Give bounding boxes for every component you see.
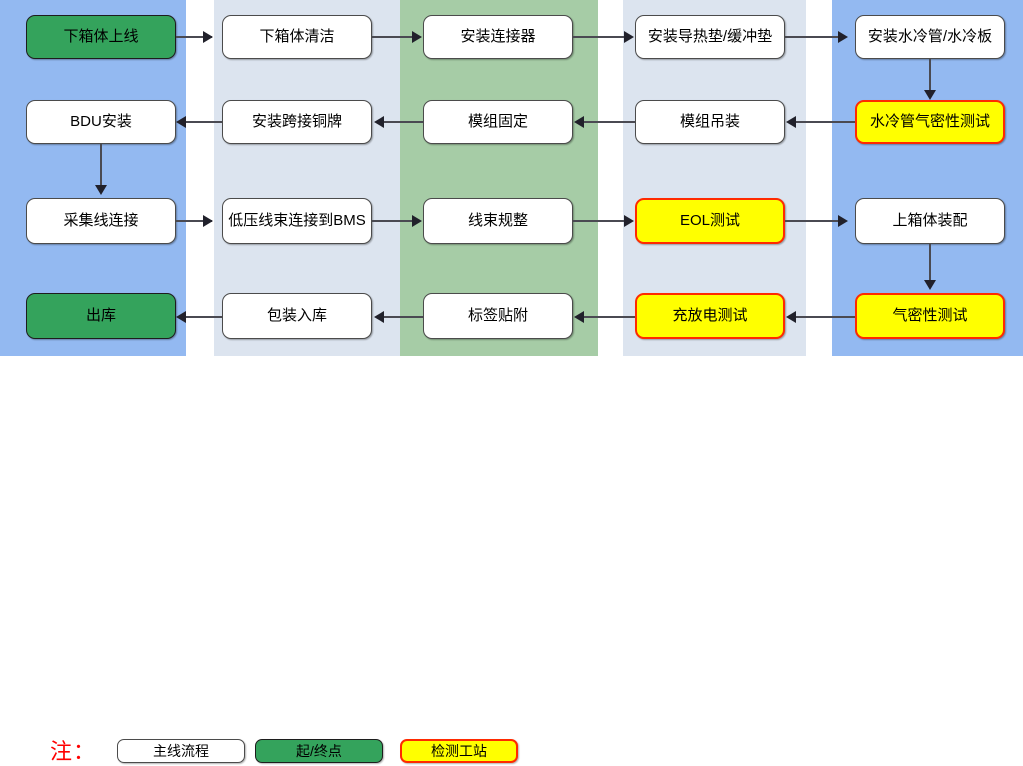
connector-n11-n12: [176, 220, 212, 222]
node-bdu-anzhuang[interactable]: BDU安装: [26, 100, 176, 144]
node-chongfangdian-ceshi[interactable]: 充放电测试: [635, 293, 785, 339]
arrow-n17-n18-icon: [574, 311, 584, 323]
connector-n14-n15: [785, 220, 845, 222]
arrow-n1-n2-icon: [203, 31, 213, 43]
connector-n15-n16: [929, 244, 931, 282]
legend-note-label: 注：: [50, 739, 97, 764]
node-caijixian-lianjie[interactable]: 采集线连接: [26, 198, 176, 244]
connector-n7-n8: [578, 121, 635, 123]
arrow-n11-n12-icon: [203, 215, 213, 227]
node-anzhuang-shuilengguan[interactable]: 安装水冷管/水冷板: [855, 15, 1005, 59]
arrow-n7-n8-icon: [574, 116, 584, 128]
connector-n4-n5: [785, 36, 845, 38]
arrow-n15-n16-icon: [924, 280, 936, 290]
node-mozu-guding[interactable]: 模组固定: [423, 100, 573, 144]
node-anzhuang-daoredian[interactable]: 安装导热垫/缓冲垫: [635, 15, 785, 59]
connector-n8-n9: [377, 121, 423, 123]
connector-n17-n18: [578, 316, 635, 318]
connector-n16-n17: [789, 316, 855, 318]
arrow-n3-n4-icon: [624, 31, 634, 43]
node-xianshu-guizheng[interactable]: 线束规整: [423, 198, 573, 244]
connector-n19-n20: [180, 316, 222, 318]
node-diya-xianshu-bms[interactable]: 低压线束连接到BMS: [222, 198, 372, 244]
connector-n5-n6: [929, 59, 931, 93]
node-xiaxiangti-shangxian[interactable]: 下箱体上线: [26, 15, 176, 59]
legend-item-main-process: 主线流程: [117, 739, 245, 763]
arrow-n2-n3-icon: [412, 31, 422, 43]
arrow-n5-n6-icon: [924, 90, 936, 100]
node-mozu-diaozhuang[interactable]: 模组吊装: [635, 100, 785, 144]
legend: 注： 主线流程 起/终点 检测工站: [0, 360, 1023, 764]
connector-n3-n4: [573, 36, 631, 38]
node-chuku[interactable]: 出库: [26, 293, 176, 339]
arrow-n13-n14-icon: [624, 215, 634, 227]
connector-n6-n7: [789, 121, 855, 123]
arrow-n6-n7-icon: [786, 116, 796, 128]
arrow-n9-n10-icon: [176, 116, 186, 128]
node-xiaxiangti-qingjie[interactable]: 下箱体清洁: [222, 15, 372, 59]
connector-n10-n11: [100, 144, 102, 186]
arrow-n12-n13-icon: [412, 215, 422, 227]
legend-item-inspection-station: 检测工站: [400, 739, 518, 763]
node-biaoqian-tiefu[interactable]: 标签贴附: [423, 293, 573, 339]
node-shangxiangti-zhuangpei[interactable]: 上箱体装配: [855, 198, 1005, 244]
node-shuilengguan-qimixing-ceshi[interactable]: 水冷管气密性测试: [855, 100, 1005, 144]
node-eol-ceshi[interactable]: EOL测试: [635, 198, 785, 244]
arrow-n14-n15-icon: [838, 215, 848, 227]
connector-n9-n10: [180, 121, 222, 123]
legend-item-start-end: 起/终点: [255, 739, 383, 763]
arrow-n16-n17-icon: [786, 311, 796, 323]
connector-n1-n2: [176, 36, 212, 38]
node-anzhuang-lianjieqi[interactable]: 安装连接器: [423, 15, 573, 59]
connector-n18-n19: [377, 316, 423, 318]
arrow-n19-n20-icon: [176, 311, 186, 323]
node-anzhuang-kuajie-tongpai[interactable]: 安装跨接铜牌: [222, 100, 372, 144]
node-baozhuang-ruku[interactable]: 包装入库: [222, 293, 372, 339]
connector-n13-n14: [573, 220, 631, 222]
node-qimixing-ceshi[interactable]: 气密性测试: [855, 293, 1005, 339]
arrow-n4-n5-icon: [838, 31, 848, 43]
arrow-n10-n11-icon: [95, 185, 107, 195]
connector-n12-n13: [372, 220, 418, 222]
connector-n2-n3: [372, 36, 418, 38]
arrow-n8-n9-icon: [374, 116, 384, 128]
arrow-n18-n19-icon: [374, 311, 384, 323]
